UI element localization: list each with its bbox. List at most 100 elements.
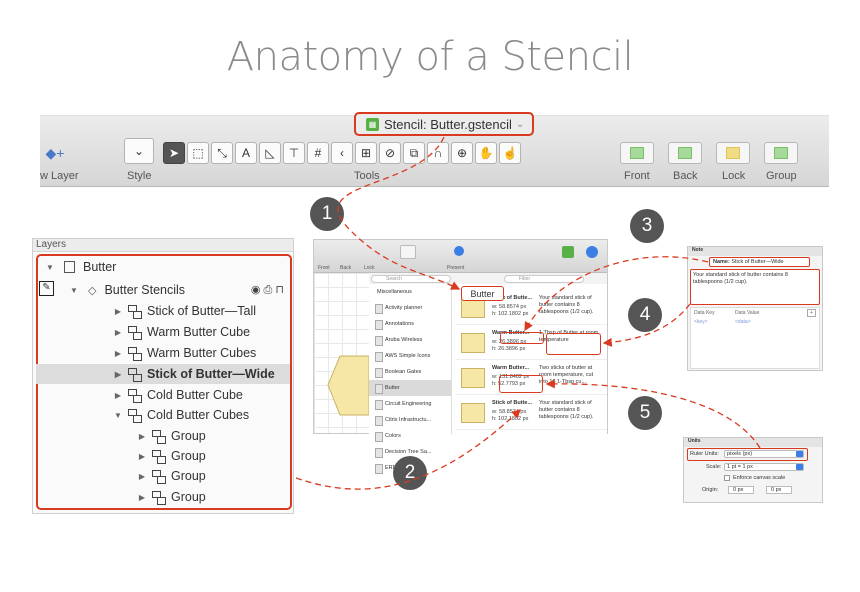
disclosure-open-icon[interactable]: ▼ [114,410,122,420]
stencil-list-item[interactable]: AWS Simple Icons [369,348,451,364]
name-field[interactable]: Name: Stick of Butter—Wide [709,257,810,267]
stencil-list-item[interactable]: Citrix Infrastructu... [369,412,451,428]
add-data-button[interactable]: + [807,309,816,317]
layer-row[interactable]: ▼ Cold Butter Cubes [36,405,290,425]
tool-button-5[interactable]: ⊤ [283,142,305,164]
disclosure-closed-icon[interactable]: ▶ [114,369,122,379]
disclosure-closed-icon[interactable]: ▶ [114,306,122,316]
lock-button[interactable] [716,142,750,164]
tool-button-11[interactable]: ∩ [427,142,449,164]
stencil-list-item[interactable]: Butter [369,380,451,396]
layer-row[interactable]: ▶Stick of Butter—Tall [36,301,290,321]
tool-button-3[interactable]: A [235,142,257,164]
note-textarea[interactable]: Your standard stick of butter contains 8… [690,269,820,305]
name-value: Stick of Butter—Wide [731,259,784,265]
layer-row[interactable]: ▶Group [36,446,290,466]
scale-select[interactable]: 1 pt = 1 px [724,463,804,471]
callout-4: 4 [628,298,662,332]
stencil-title-button[interactable]: ▦ Stencil: Butter.gstencil ⌄ [354,112,534,136]
layer-label: Cold Butter Cube [147,388,243,402]
stencil-list-item[interactable]: Colors [369,428,451,444]
present-icon[interactable] [454,246,464,256]
tool-button-2[interactable]: ⤡ [211,142,233,164]
origin-y-input[interactable]: 0 px [766,486,792,494]
canvas-area[interactable] [314,273,370,433]
disclosure-open-icon[interactable]: ▼ [70,285,78,295]
ruler-units-select[interactable]: pixels (px) [724,450,804,458]
new-layer-icon[interactable]: ◆+ [45,144,65,161]
tool-button-1[interactable]: ⬚ [187,142,209,164]
layer-label: Cold Butter Cubes [147,408,250,422]
scale-label: Scale: [706,464,722,470]
tool-button-10[interactable]: ⧉ [403,142,425,164]
tool-button-8[interactable]: ⊞ [355,142,377,164]
mini-toolbar: Front Back Lock Present [314,240,607,273]
tool-button-12[interactable]: ⊕ [451,142,473,164]
stencil-list-item[interactable]: Activity planner [369,300,451,316]
group-icon [152,429,166,444]
shape-filter-input[interactable]: Filter [504,275,584,283]
disclosure-closed-icon[interactable]: ▶ [138,492,146,502]
layer-visibility-print-lock-icons[interactable]: ◉ ⎙ ⊓ [250,284,284,296]
stencil-title-label: Stencil: Butter.gstencil [384,116,512,132]
disclosure-closed-icon[interactable]: ▶ [138,451,146,461]
front-label: Front [624,170,650,182]
stencil-list-item[interactable]: Boolean Gates [369,364,451,380]
edit-layer-icon[interactable]: ✎ [39,281,54,296]
mini-button[interactable] [400,245,416,259]
style-button[interactable]: ⌄ [124,138,154,164]
inspector-icon[interactable] [586,246,598,258]
tool-button-13[interactable]: ✋ [475,142,497,164]
enforce-scale-checkbox[interactable] [724,475,730,481]
layer-row[interactable]: ▶Stick of Butter—Wide [36,364,290,384]
lock-icon [726,147,740,159]
tool-button-6[interactable]: # [307,142,329,164]
disclosure-closed-icon[interactable]: ▶ [114,390,122,400]
stencil-list-item[interactable]: Circuit Engineering [369,396,451,412]
stencils-icon[interactable] [562,246,574,258]
shape-height: h: 102.1802 px [492,416,529,422]
layer-row[interactable]: ▶ Warm Butter Cubes [36,343,290,363]
layer-icon: ◇ [88,284,97,297]
front-button[interactable] [620,142,654,164]
tool-button-14[interactable]: ☝ [499,142,521,164]
note-inspector: Note Name: Stick of Butter—Wide Your sta… [687,246,823,371]
layer-row[interactable]: ▶ Cold Butter Cube [36,385,290,405]
origin-x-input[interactable]: 0 px [728,486,754,494]
data-key-header: Data Key [694,310,715,316]
data-key-placeholder[interactable]: <key> [694,319,708,325]
layer-row[interactable]: ▶Group [36,487,290,507]
layer-row[interactable]: ▶Group [36,466,290,486]
shape-height: h: 52.7793 px [492,381,526,387]
data-value-placeholder[interactable]: <data> [735,319,751,325]
disclosure-closed-icon[interactable]: ▶ [114,327,122,337]
group-icon [128,304,142,319]
stencil-list-item[interactable]: Miscellaneous [377,289,412,295]
tool-button-7[interactable]: ‹ [331,142,353,164]
stencil-list-item[interactable]: Annotations [369,316,451,332]
disclosure-closed-icon[interactable]: ▶ [138,431,146,441]
group-button[interactable] [764,142,798,164]
group-icon [152,469,166,484]
layer-row[interactable]: ▼Butter [36,257,290,277]
units-inspector: Units Ruler Units: pixels (px) Scale: 1 … [683,437,823,503]
disclosure-open-icon[interactable]: ▼ [46,262,54,272]
back-button[interactable] [668,142,702,164]
layer-row[interactable]: ▼◇Butter Stencils◉ ⎙ ⊓ [36,280,290,300]
layer-label: Warm Butter Cubes [147,346,257,360]
name-label: Name: [713,259,730,265]
data-table: Data Key Data Value <key> <data> + [690,307,820,369]
tool-button-9[interactable]: ⊘ [379,142,401,164]
stencil-list-item[interactable]: Aruba Wireless [369,332,451,348]
stencil-icon: ▦ [366,117,379,131]
layer-row[interactable]: ▶Group [36,426,290,446]
disclosure-closed-icon[interactable]: ▶ [138,471,146,481]
shape-description: Your standard stick of butter contains 8… [539,295,594,315]
disclosure-closed-icon[interactable]: ▶ [114,348,122,358]
tool-button-0[interactable]: ➤ [163,142,185,164]
layer-row[interactable]: ▶Warm Butter Cube [36,322,290,342]
stencil-search-input[interactable]: Search [371,275,451,283]
tool-button-4[interactable]: ◺ [259,142,281,164]
